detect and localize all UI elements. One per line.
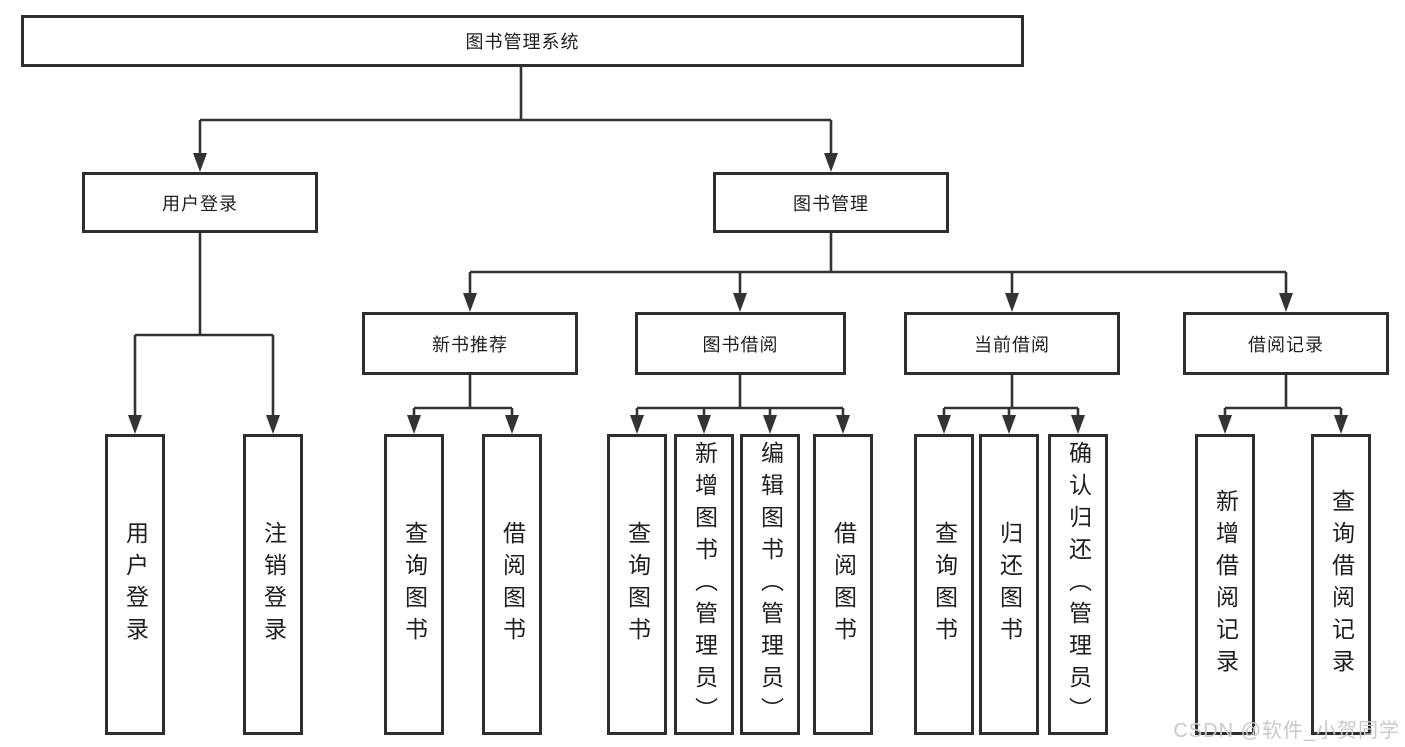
connector-current-borrow-to-leaves	[937, 375, 1085, 434]
leaf-borrow-edit-book-admin-label: 编辑图书（管理员）	[757, 440, 784, 729]
leaf-user-login-label: 用户登录	[122, 520, 149, 649]
leaf-current-confirm-return-admin: 确认归还（管理员）	[1048, 434, 1108, 735]
connector-book-management-to-level3	[463, 233, 1293, 312]
leaf-borrow-query-book-label: 查询图书	[624, 520, 651, 649]
leaf-borrow-edit-book-admin: 编辑图书（管理员）	[740, 434, 800, 735]
node-borrow-records-label: 借阅记录	[1248, 334, 1324, 355]
leaf-records-query-record-label: 查询借阅记录	[1328, 488, 1355, 681]
node-current-borrow: 当前借阅	[904, 312, 1120, 375]
connector-user-login-to-leaves	[128, 233, 280, 434]
leaf-current-return-book-label: 归还图书	[996, 520, 1023, 649]
connector-root-to-level2	[193, 67, 838, 172]
leaf-logout-label: 注销登录	[260, 520, 287, 649]
connector-book-borrow-to-leaves	[630, 375, 850, 434]
node-book-borrow: 图书借阅	[635, 312, 846, 375]
leaf-current-confirm-return-admin-label: 确认归还（管理员）	[1065, 440, 1092, 729]
connector-borrow-records-to-leaves	[1218, 375, 1348, 434]
leaf-recommend-borrow-book: 借阅图书	[482, 434, 542, 735]
leaf-borrow-query-book: 查询图书	[607, 434, 667, 735]
leaf-borrow-add-book-admin-label: 新增图书（管理员）	[691, 440, 718, 729]
node-book-borrow-label: 图书借阅	[702, 334, 779, 355]
node-current-borrow-label: 当前借阅	[974, 334, 1050, 355]
leaf-logout: 注销登录	[243, 434, 303, 735]
node-user-login: 用户登录	[82, 172, 318, 233]
node-root-system: 图书管理系统	[21, 15, 1024, 67]
leaf-recommend-query-book-label: 查询图书	[401, 520, 428, 649]
leaf-recommend-query-book: 查询图书	[384, 434, 444, 735]
leaf-current-return-book: 归还图书	[979, 434, 1039, 735]
node-book-management: 图书管理	[713, 172, 949, 233]
connector-new-book-recommend-to-leaves	[407, 375, 519, 434]
leaf-borrow-borrow-book: 借阅图书	[813, 434, 873, 735]
node-borrow-records: 借阅记录	[1183, 312, 1389, 375]
leaf-borrow-borrow-book-label: 借阅图书	[830, 520, 857, 649]
node-book-management-label: 图书管理	[793, 193, 869, 214]
leaf-current-query-book: 查询图书	[914, 434, 974, 735]
node-user-login-label: 用户登录	[162, 193, 238, 214]
leaf-records-add-record: 新增借阅记录	[1195, 434, 1255, 735]
leaf-borrow-add-book-admin: 新增图书（管理员）	[674, 434, 734, 735]
leaf-current-query-book-label: 查询图书	[931, 520, 958, 649]
node-new-book-recommend: 新书推荐	[362, 312, 578, 375]
leaf-records-query-record: 查询借阅记录	[1311, 434, 1371, 735]
leaf-recommend-borrow-book-label: 借阅图书	[499, 520, 526, 649]
leaf-records-add-record-label: 新增借阅记录	[1212, 488, 1239, 681]
node-new-book-recommend-label: 新书推荐	[432, 334, 508, 355]
node-root-system-label: 图书管理系统	[465, 32, 580, 52]
leaf-user-login: 用户登录	[105, 434, 165, 735]
